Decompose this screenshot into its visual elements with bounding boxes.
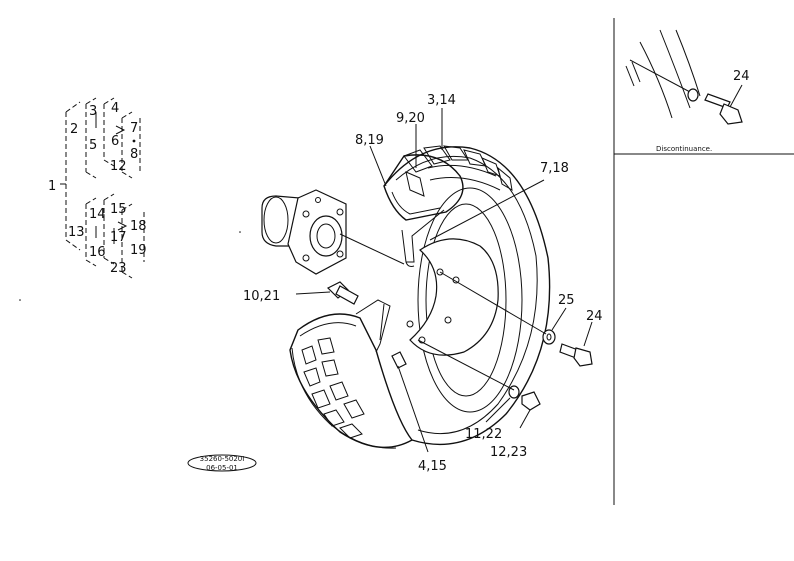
tree-node-17: 17 <box>110 230 127 245</box>
parts-tree-lines <box>60 97 145 279</box>
valve-stem <box>391 351 407 369</box>
callout-11-22: 11,22 <box>465 427 502 442</box>
tree-node-8: 8 <box>130 147 138 162</box>
tire-rear <box>383 145 551 446</box>
tree-node-6: 6 <box>111 134 119 149</box>
part-code-stamp: 35260-5020I 06-05-01 <box>187 454 257 472</box>
tire-front-top-half <box>383 154 464 221</box>
tree-node-14: 14 <box>89 207 106 222</box>
callout-4-15: 4,15 <box>418 459 447 474</box>
callout-10-21: 10,21 <box>243 289 280 304</box>
valve-clip-upper <box>401 209 445 267</box>
washer-25 <box>542 329 556 345</box>
inset-bolt-drawing <box>625 29 743 125</box>
tree-node-2: 2 <box>70 122 78 137</box>
tree-node-18: 18 <box>130 219 147 234</box>
leader-lines <box>295 108 593 453</box>
callout-9-20: 9,20 <box>396 111 425 126</box>
callout-25: 25 <box>558 293 575 308</box>
callout-24: 24 <box>586 309 603 324</box>
tree-node-19: 19 <box>130 243 147 258</box>
callout-12-23: 12,23 <box>490 445 527 460</box>
tree-node-13: 13 <box>68 225 85 240</box>
callout-3-14: 3,14 <box>427 93 456 108</box>
tree-node-7: 7 <box>130 121 138 136</box>
tire-front-bottom-half <box>289 313 414 449</box>
wheel-rim <box>406 238 499 356</box>
tree-node-12: 12 <box>110 159 127 174</box>
tree-node-3: 3 <box>89 104 97 119</box>
callout-8-19: 8,19 <box>355 133 384 148</box>
nut-12-23 <box>521 391 541 411</box>
tree-node-4: 4 <box>111 101 119 116</box>
valve-clip-lower <box>355 299 391 353</box>
bolt-10-21 <box>326 281 359 305</box>
tree-node-23: 23 <box>110 261 127 276</box>
wheel-hub <box>261 189 347 275</box>
callout-7-18: 7,18 <box>540 161 569 176</box>
tree-node-15: 15 <box>110 202 127 217</box>
tree-node-16: 16 <box>89 245 106 260</box>
tree-node-1: 1 <box>48 179 56 194</box>
part-date-text: 06-05-01 <box>206 464 238 472</box>
part-code-text: 35260-5020I <box>200 455 245 463</box>
inset-caption: Discontinuance. <box>656 145 712 153</box>
tree-node-5: 5 <box>89 138 97 153</box>
inset-callout-24: 24 <box>733 69 750 84</box>
bolt-24 <box>559 343 593 367</box>
